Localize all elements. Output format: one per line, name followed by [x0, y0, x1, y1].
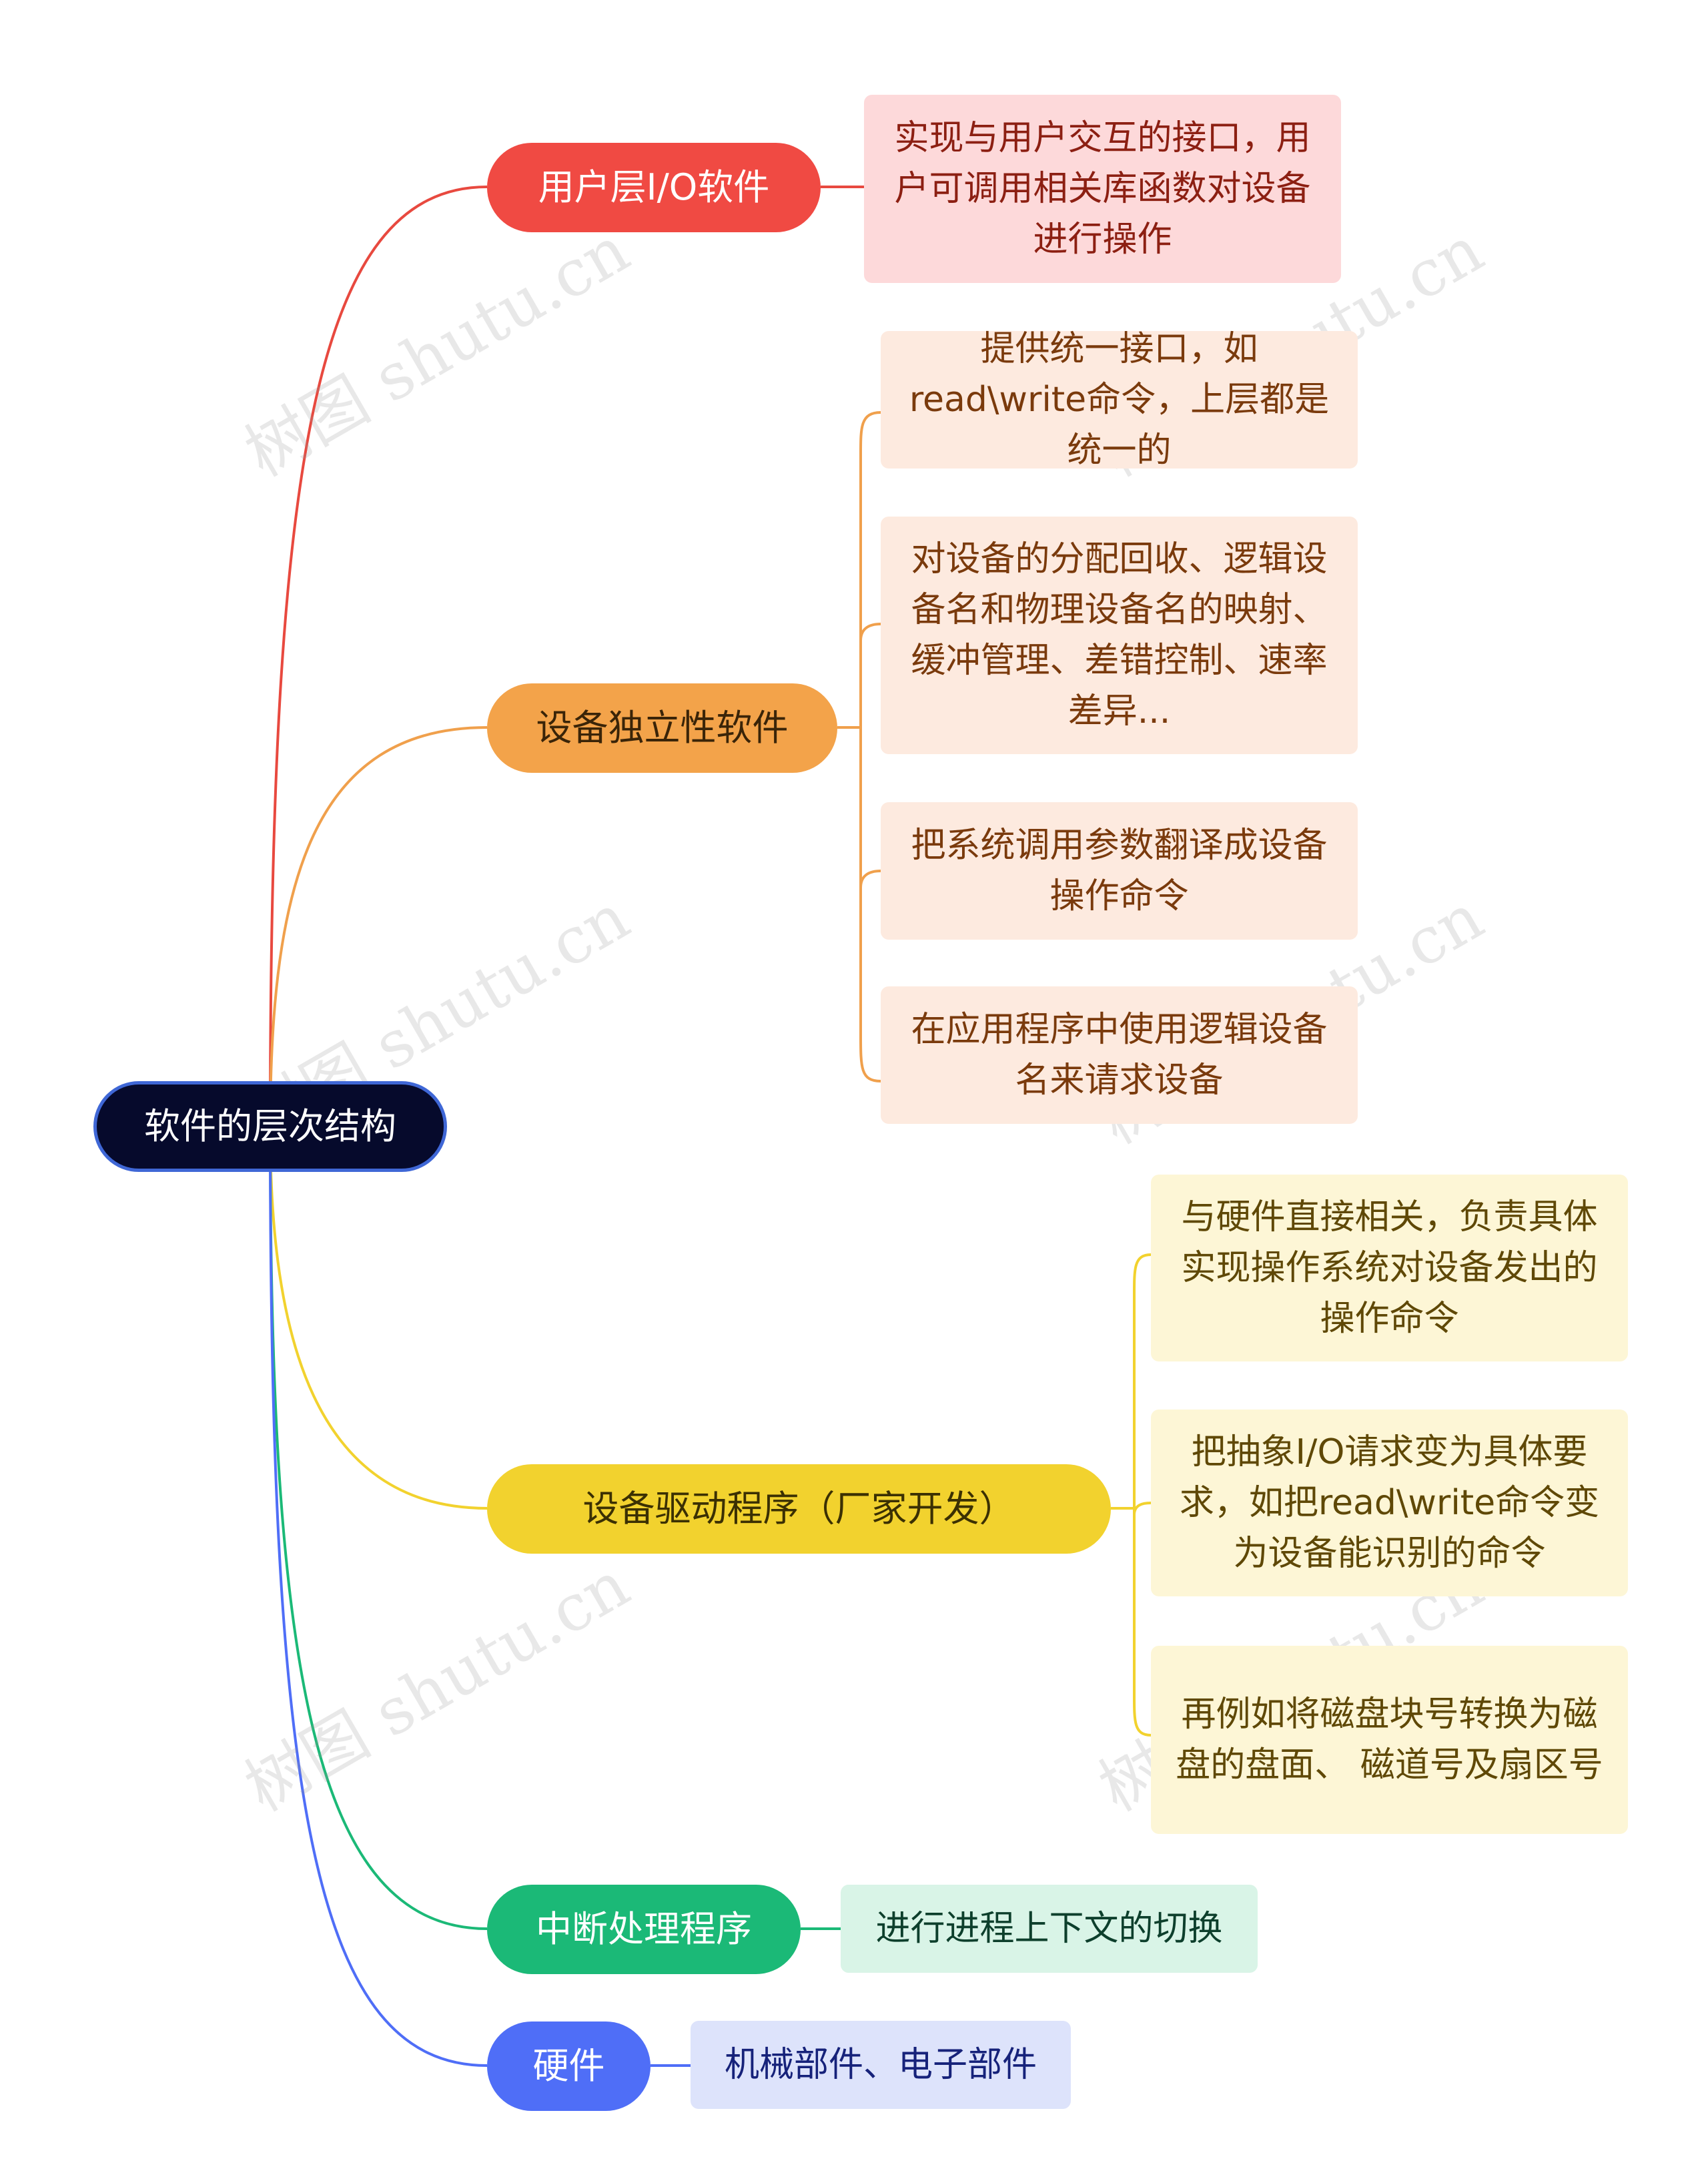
branch-label: 用户层I/O软件 — [538, 166, 770, 208]
link-root-interrupt — [269, 1127, 488, 1930]
branch-hardware[interactable]: 硬件 — [487, 2021, 651, 2111]
link-root-user-io — [269, 186, 488, 1129]
bracket-driver — [1133, 1253, 1152, 1737]
branch-label: 中断处理程序 — [536, 1907, 752, 1950]
leaf-disk-block: 再例如将磁盘块号转换为磁盘的盘面、 磁道号及扇区号 — [1151, 1646, 1628, 1834]
leaf-user-interface: 实现与用户交互的接口，用户可调用相关库函数对设备进行操作 — [864, 95, 1341, 283]
leaf-mechanical-electronic: 机械部件、电子部件 — [691, 2021, 1071, 2109]
branch-label: 设备独立性软件 — [536, 706, 789, 749]
bracket-device-independent — [859, 411, 881, 1082]
branch-device-driver[interactable]: 设备驱动程序（厂家开发） — [487, 1464, 1111, 1554]
branch-user-io-software[interactable]: 用户层I/O软件 — [487, 143, 821, 232]
link-root-hardware — [269, 1127, 488, 2067]
branch-device-independent-software[interactable]: 设备独立性软件 — [487, 683, 837, 773]
branch-interrupt-handler[interactable]: 中断处理程序 — [487, 1885, 801, 1974]
root-label: 软件的层次结构 — [144, 1105, 396, 1147]
branch-label: 设备驱动程序（厂家开发） — [582, 1487, 1015, 1530]
leaf-context-switch: 进行进程上下文的切换 — [841, 1885, 1258, 1973]
root-node[interactable]: 软件的层次结构 — [93, 1081, 447, 1172]
leaf-translate-syscall: 把系统调用参数翻译成设备操作命令 — [881, 802, 1358, 940]
leaf-device-allocation: 对设备的分配回收、逻辑设备名和物理设备名的映射、缓冲管理、差错控制、速率差异..… — [881, 517, 1358, 754]
link-root-device-independent — [269, 726, 488, 1129]
leaf-hardware-related: 与硬件直接相关，负责具体实现操作系统对设备发出的操作命令 — [1151, 1175, 1628, 1361]
link-root-driver — [269, 1127, 488, 1510]
leaf-logical-device-name: 在应用程序中使用逻辑设备名来请求设备 — [881, 986, 1358, 1124]
leaf-abstract-request: 把抽象I/O请求变为具体要求，如把read\write命令变为设备能识别的命令 — [1151, 1410, 1628, 1596]
branch-label: 硬件 — [532, 2044, 605, 2087]
leaf-unified-interface: 提供统一接口，如read\write命令，上层都是统一的 — [881, 329, 1358, 471]
